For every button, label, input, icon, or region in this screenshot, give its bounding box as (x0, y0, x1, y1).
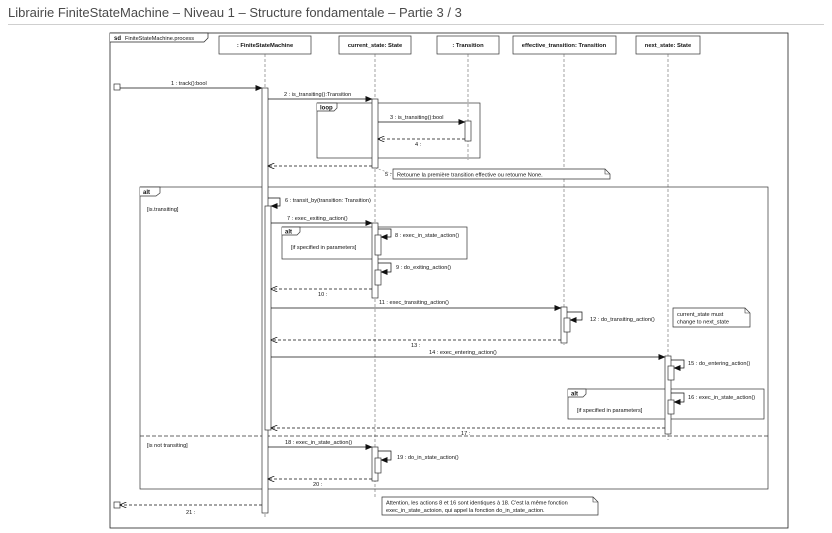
message-12-arrow (567, 311, 583, 323)
alt-main-guard-transiting: [is.transiting] (147, 207, 179, 213)
alt-enter-keyword: alt (571, 392, 578, 398)
activation-next-15 (667, 365, 675, 381)
activation-current-2 (371, 98, 379, 169)
note-footer-line-1: Attention, les actions 8 et 16 sont iden… (386, 501, 568, 507)
activation-effective-12 (563, 317, 571, 333)
alt-exit-guard: [if specified in parameters] (291, 245, 357, 251)
message-20-label: 20 : (313, 482, 323, 488)
note-loop-result-text: Retourne la première transition effectiv… (397, 173, 543, 179)
message-1-label: 1 : track():bool (171, 81, 207, 87)
loop-keyword: loop (320, 106, 333, 112)
activation-current-7 (371, 222, 379, 299)
title-divider (8, 24, 824, 25)
message-6-label: 6 : transit_by(transition: Transition) (285, 198, 371, 204)
lifeline-label-current-state: current_state: State (348, 43, 403, 49)
message-11-label: 11 : exec_transiting_action() (379, 300, 449, 306)
message-19-arrow (378, 450, 392, 463)
message-12-label: 12 : do_transiting_action() (590, 317, 655, 323)
alt-exit-keyword: alt (285, 230, 292, 236)
sd-keyword: sd (114, 36, 121, 42)
page-title: Librairie FiniteStateMachine – Niveau 1 … (8, 5, 462, 20)
activation-current-8 (374, 234, 382, 256)
message-14-label: 14 : exec_entering_action() (429, 350, 497, 356)
message-15-label: 15 : do_entering_action() (688, 361, 750, 367)
message-9-label: 9 : do_exiting_action() (396, 265, 451, 271)
lifeline-heads: : FiniteStateMachine current_state: Stat… (218, 35, 701, 55)
message-6-arrow (268, 197, 281, 209)
lifeline-label-fsm: : FiniteStateMachine (237, 43, 294, 49)
alt-main-fragment: alt [is.transiting] [is not transiting] (139, 186, 769, 490)
message-7-label: 7 : exec_exiting_action() (287, 216, 348, 222)
message-17-label: 17 : (461, 431, 471, 437)
alt-main-keyword: alt (143, 190, 150, 196)
exit-gate (113, 501, 121, 509)
message-13-label: 13 : (411, 343, 421, 349)
messages (120, 85, 685, 505)
alt-main-guard-not-transiting: [is not transiting] (147, 443, 188, 449)
loop-fragment: loop (316, 102, 481, 159)
note-state-change: current_state must change to next_state (672, 307, 751, 328)
activation-fsm-transit (264, 205, 272, 431)
message-21-label: 21 : (186, 510, 196, 516)
message-16-arrow (671, 392, 685, 405)
activation-next-14 (664, 355, 672, 435)
message-2-label: 2 : is_transiting():Transition (284, 92, 351, 98)
sd-name: FiniteStateMachine.process (125, 36, 194, 42)
message-10-label: 10 : (318, 292, 328, 298)
message-18-label: 18 : exec_in_state_action() (285, 440, 352, 446)
message-5-label: 5 : (385, 172, 392, 178)
message-4-label: 4 : (415, 142, 422, 148)
lifeline-label-transition: : Transition (452, 43, 484, 49)
lifeline-box-effective-transition (512, 35, 617, 55)
note-loop-result: Retourne la première transition effectiv… (392, 168, 611, 180)
activation-current-9 (374, 269, 382, 286)
entry-gate (113, 83, 121, 91)
activation-transition-3 (464, 120, 472, 142)
message-9-arrow (378, 262, 392, 275)
message-labels: 1 : track():bool 2 : is_transiting():Tra… (171, 81, 755, 516)
note-footer: Attention, les actions 8 et 16 sont iden… (381, 496, 599, 516)
message-8-arrow (378, 228, 392, 240)
message-8-label: 8 : exec_in_state_action() (395, 233, 459, 239)
lifeline-label-effective-transition: effective_transition: Transition (522, 43, 607, 49)
sd-frame: sd FiniteStateMachine.process (109, 32, 789, 529)
activation-next-16 (667, 399, 675, 415)
message-15-arrow (671, 359, 685, 371)
message-19-label: 19 : do_in_state_action() (397, 455, 459, 461)
message-16-label: 16 : exec_in_state_action() (688, 395, 755, 401)
lifeline-label-next-state: next_state: State (645, 43, 692, 49)
activations (261, 87, 675, 514)
activation-current-19 (374, 457, 382, 474)
alt-enter-guard: [if specified in parameters] (577, 408, 643, 414)
message-3-label: 3 : is_transiting():bool (390, 115, 443, 121)
note-loop-result-connector (374, 167, 394, 175)
note-footer-line-2: exec_in_state_actoion, qui appel la fonc… (386, 508, 545, 514)
note-state-change-line-1: current_state must (677, 312, 724, 318)
note-state-change-line-2: change to next_state (677, 320, 729, 326)
